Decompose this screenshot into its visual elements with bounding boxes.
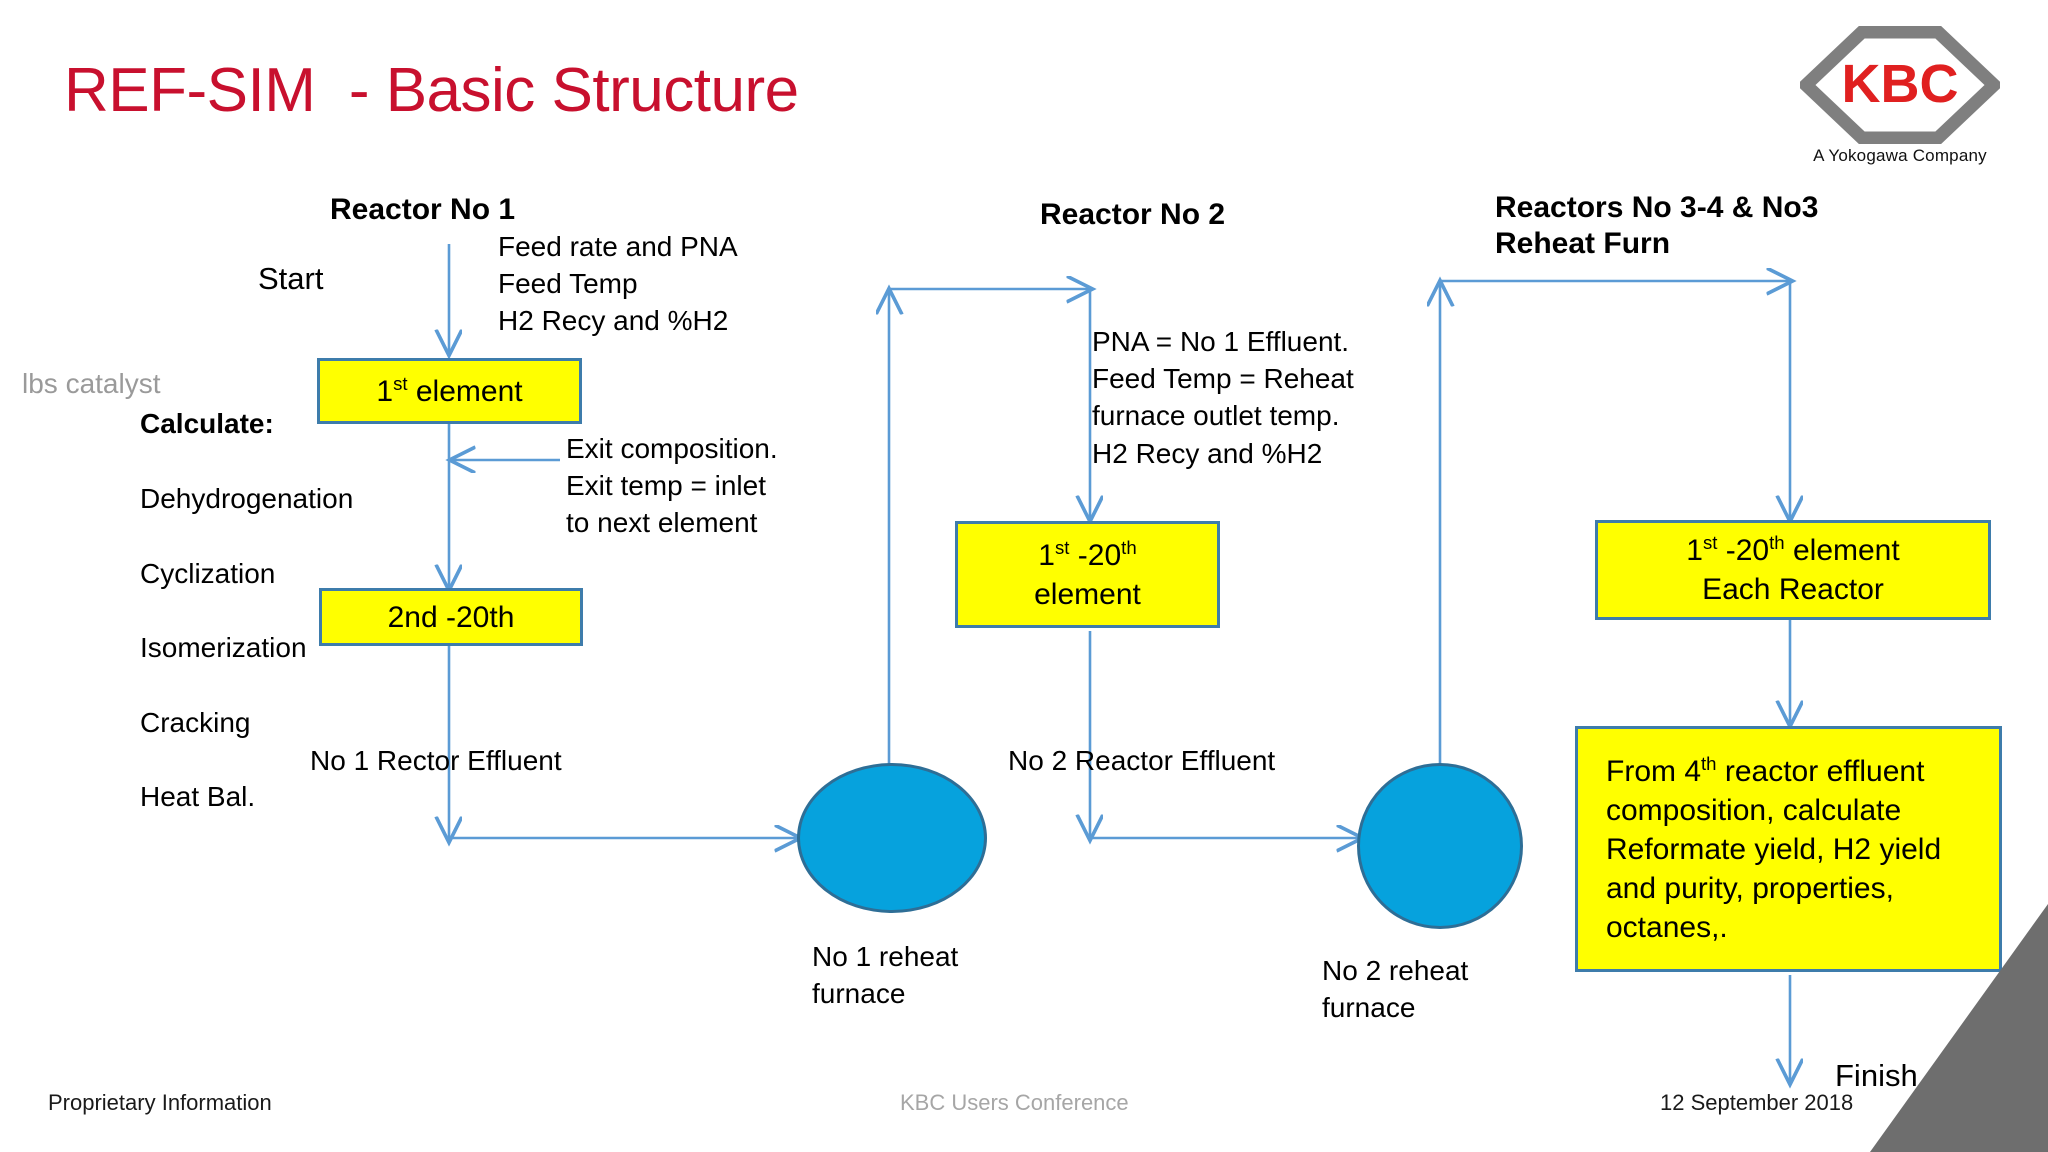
process-box-element2-label: 2nd -20th [387,600,515,634]
kbc-hexagon-icon: KBC [1800,26,2000,144]
process-box-reactor34-label: 1st -20th element Each Reactor [1686,532,1900,606]
reactor2-heading: Reactor No 2 [1040,198,1226,231]
no2-reactor-effluent-label: No 2 Reactor Effluent [1008,745,1276,776]
corner-decoration [1870,904,2048,1152]
exit-composition-note: Exit composition. Exit temp = inlet to n… [566,433,778,539]
reheat-furnace-2-label: No 2 reheat furnace [1322,955,1469,1024]
reheat-furnace-1-label: No 1 reheat furnace [812,941,959,1010]
footer-right: 12 September 2018 [1660,1090,1854,1115]
footer-left: Proprietary Information [48,1090,272,1115]
reactor34-heading: Reactors No 3-4 & No3 Reheat Furn [1495,191,1819,260]
calculate-heading: Calculate: [140,408,274,439]
calculate-list: Dehydrogenation Cyclization Isomerizatio… [140,443,353,853]
start-label: Start [258,261,324,296]
process-box-element1-label: 1st element [376,372,523,408]
feed-note: Feed rate and PNA Feed Temp H2 Recy and … [498,231,738,337]
no1-reactor-effluent-label: No 1 Rector Effluent [310,745,562,776]
calculate-item: Dehydrogenation [140,483,354,515]
logo-tagline: A Yokogawa Company [1813,146,1987,165]
reactor1-heading: Reactor No 1 [330,193,516,226]
calculate-item: Heat Bal. [140,781,256,813]
page-title: REF-SIM - Basic Structure [64,56,799,125]
reheat-furnace-1[interactable] [797,763,987,913]
process-box-reactor34-elements[interactable]: 1st -20th element Each Reactor [1595,520,1991,620]
calculate-item: Cracking [140,706,251,738]
calculate-item: Cyclization [140,557,276,589]
kbc-wordmark: KBC [1842,54,1959,114]
pna-note: PNA = No 1 Effluent. Feed Temp = Reheat … [1092,326,1354,469]
process-box-results-label: From 4th reactor effluent composition, c… [1606,752,1942,944]
process-box-reactor2-label: 1st -20th element [1034,536,1141,611]
calculate-item: Isomerization [140,632,307,664]
lbs-catalyst-label: lbs catalyst [22,368,161,399]
footer-center: KBC Users Conference [900,1090,1129,1115]
reheat-furnace-2[interactable] [1357,763,1523,929]
process-box-reactor2-elements[interactable]: 1st -20th element [955,521,1220,628]
process-box-element2[interactable]: 2nd -20th [319,588,583,646]
process-box-element1[interactable]: 1st element [317,358,582,424]
kbc-logo: KBC A Yokogawa Company [1800,26,2000,176]
